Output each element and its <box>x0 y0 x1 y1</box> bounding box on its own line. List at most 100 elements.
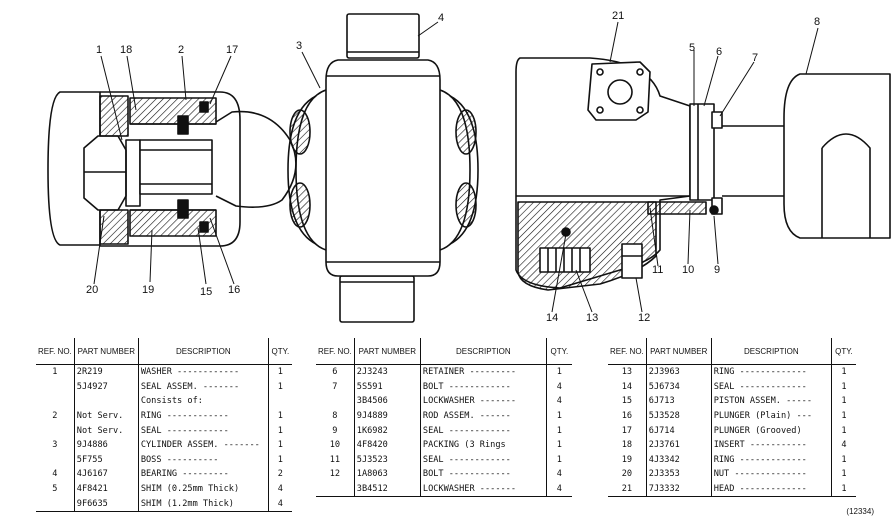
part-number-cell: 5F755 <box>74 452 139 468</box>
part-number-cell: 9J4886 <box>74 437 139 453</box>
part-number-cell: 4J3342 <box>646 452 712 468</box>
description-header: DESCRIPTION <box>138 338 269 365</box>
qty-cell: 2 <box>277 469 283 480</box>
qty-cell: 4 <box>556 469 562 480</box>
part-number-cell: 5J3528 <box>646 408 712 424</box>
part-number-header: PART NUMBER <box>74 338 139 365</box>
qty-cell <box>268 394 292 409</box>
qty-cell: 1 <box>277 411 283 422</box>
description-cell: SEAL ------------- <box>711 379 832 395</box>
ref-no-cell: 1 <box>36 364 75 380</box>
description-cell: PISTON ASSEM. ----- <box>711 394 832 409</box>
callout-11: 11 <box>652 264 664 276</box>
description-cell: LOCKWASHER ------- <box>420 394 547 409</box>
table-row: Not Serv.SEAL ------------1 <box>36 423 292 438</box>
table-header: REF. NO. PART NUMBER DESCRIPTION QTY. <box>316 338 572 365</box>
ref-no-cell: 9 <box>316 423 355 438</box>
description-cell: BOLT ------------ <box>420 467 547 482</box>
callout-13: 13 <box>586 312 599 324</box>
qty-cell: 4 <box>841 440 847 451</box>
callout-4: 4 <box>438 12 445 24</box>
part-number-cell: 5S591 <box>354 379 421 395</box>
ref-no-cell: 14 <box>608 379 647 395</box>
part-number-cell: 2R219 <box>74 364 139 380</box>
part-number-cell: 5J3523 <box>354 452 421 468</box>
table-header: REF. NO. PART NUMBER DESCRIPTION QTY. <box>36 338 292 365</box>
left-cylinder-section <box>47 91 297 247</box>
description-cell: INSERT ----------- <box>711 437 832 453</box>
ref-no-cell <box>316 394 355 409</box>
ref-no-cell: 2 <box>36 408 75 424</box>
part-number-cell: 6J713 <box>646 394 712 409</box>
part-number-header: PART NUMBER <box>646 338 712 365</box>
ref-no-cell: 10 <box>316 437 355 453</box>
callout-7: 7 <box>752 52 759 64</box>
leader-lines <box>93 21 819 313</box>
part-number-cell: 7J3332 <box>646 481 712 497</box>
description-cell: NUT -------------- <box>711 467 832 482</box>
callout-10: 10 <box>682 264 695 276</box>
qty-cell: 4 <box>556 484 562 495</box>
ref-no-cell: 3 <box>36 437 75 453</box>
part-number-cell: 3B4506 <box>354 394 421 409</box>
qty-cell: 1 <box>556 411 562 422</box>
qty-cell: 4 <box>556 396 562 407</box>
part-number-cell: 2J3761 <box>646 437 712 453</box>
part-number-cell: 2J3963 <box>646 364 712 380</box>
ref-no-cell: 12 <box>316 467 355 482</box>
callout-6: 6 <box>716 46 723 58</box>
qty-cell: 1 <box>277 381 283 392</box>
description-cell: SHIM (1.2mm Thick) <box>138 496 269 512</box>
part-number-cell: 4F8421 <box>74 481 139 497</box>
part-number-cell: 5J6734 <box>646 379 712 395</box>
callout-18: 18 <box>120 44 133 56</box>
callout-5: 5 <box>689 42 696 54</box>
callout-19: 19 <box>142 284 155 296</box>
qty-cell: 1 <box>841 425 847 436</box>
description-cell: Consists of: <box>138 394 269 409</box>
callout-20: 20 <box>86 284 99 296</box>
parts-table-3: REF. NO. PART NUMBER DESCRIPTION QTY. 13… <box>608 338 856 497</box>
description-cell: BOLT ------------ <box>420 379 547 395</box>
ref-no-header: REF. NO. <box>608 338 647 365</box>
qty-cell: 1 <box>556 425 562 436</box>
description-cell: SEAL ASSEM. ------- <box>138 379 269 395</box>
qty-cell: 1 <box>556 454 562 465</box>
description-cell: PLUNGER (Plain) --- <box>711 408 832 424</box>
middle-cylinder-assembly <box>287 13 479 323</box>
ref-no-cell <box>36 394 75 409</box>
ref-no-cell: 13 <box>608 364 647 380</box>
description-cell: PLUNGER (Grooved) <box>711 423 832 438</box>
callout-15: 15 <box>200 286 213 298</box>
part-number-cell: 2J3243 <box>354 364 421 380</box>
ref-no-cell: 7 <box>316 379 355 395</box>
part-number-cell: 2J3353 <box>646 467 712 482</box>
part-number-cell: 1A8063 <box>354 467 421 482</box>
callout-17: 17 <box>226 44 239 56</box>
qty-cell: 4 <box>277 498 283 509</box>
qty-cell: 1 <box>841 396 847 407</box>
part-number-cell: 1K6982 <box>354 423 421 438</box>
ref-no-cell <box>36 452 75 468</box>
qty-header: QTY. <box>268 338 292 365</box>
ref-no-cell: 17 <box>608 423 647 438</box>
description-header: DESCRIPTION <box>420 338 547 365</box>
callout-12: 12 <box>638 312 651 324</box>
ref-no-cell <box>36 379 75 395</box>
description-cell: RING ------------ <box>138 408 269 424</box>
ref-no-cell <box>36 423 75 438</box>
ref-no-cell <box>316 481 355 497</box>
